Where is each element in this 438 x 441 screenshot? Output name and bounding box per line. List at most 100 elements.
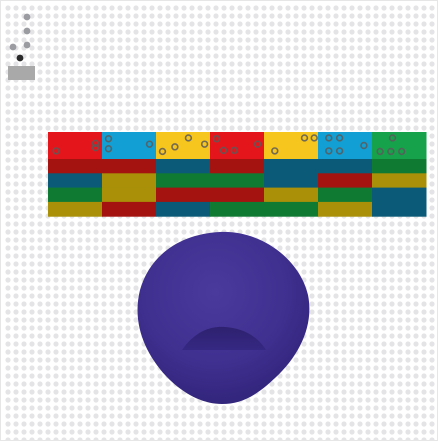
grid-tile[interactable] — [372, 188, 427, 203]
grid-dot — [381, 389, 386, 394]
grid-dot — [413, 317, 418, 322]
grid-dot — [37, 37, 42, 42]
grid-dot — [253, 397, 258, 402]
grid-dot — [93, 53, 98, 58]
grid-tile[interactable] — [264, 188, 319, 203]
grid-dot — [221, 437, 226, 441]
grid-dot — [5, 29, 10, 34]
grid-dot — [93, 117, 98, 122]
grid-dot — [93, 261, 98, 266]
blob-layer[interactable] — [138, 232, 310, 404]
grid-tile[interactable] — [210, 159, 265, 174]
grid-dot — [373, 29, 378, 34]
grid-tile[interactable] — [372, 159, 427, 174]
grid-tile[interactable] — [156, 173, 211, 188]
grid-dot — [85, 397, 90, 402]
grid-dot — [117, 245, 122, 250]
side-indicator-dot[interactable] — [24, 14, 31, 21]
grid-dot — [413, 341, 418, 346]
grid-dot — [341, 77, 346, 82]
grid-dot — [125, 77, 130, 82]
grid-dot — [109, 101, 114, 106]
grid-tile[interactable] — [156, 159, 211, 174]
grid-dot — [21, 349, 26, 354]
side-indicator-dot[interactable] — [24, 42, 31, 49]
grid-dot — [21, 341, 26, 346]
side-indicator-dot[interactable] — [24, 28, 31, 35]
grid-dot — [365, 357, 370, 362]
grid-tile[interactable] — [48, 188, 103, 203]
grid-tile[interactable] — [264, 173, 319, 188]
grid-dot — [309, 221, 314, 226]
grid-dot — [421, 69, 426, 74]
grid-dot — [157, 69, 162, 74]
grid-tile[interactable] — [210, 173, 265, 188]
grid-tile[interactable] — [264, 202, 319, 217]
grid-dot — [181, 29, 186, 34]
grid-tile[interactable] — [102, 159, 157, 174]
grid-tile[interactable] — [48, 202, 103, 217]
grid-dot — [141, 93, 146, 98]
grid-dot — [157, 221, 162, 226]
grid-dot — [53, 301, 58, 306]
grid-dot — [349, 77, 354, 82]
grid-dot — [333, 429, 338, 434]
grid-dot — [325, 301, 330, 306]
grid-dot — [181, 77, 186, 82]
grid-tile[interactable] — [318, 173, 373, 188]
grid-dot — [157, 93, 162, 98]
grid-dot — [429, 197, 434, 202]
grid-dot — [285, 37, 290, 42]
grid-tile[interactable] — [210, 202, 265, 217]
grid-tile[interactable] — [318, 202, 373, 217]
grid-dot — [29, 405, 34, 410]
grid-dot — [149, 69, 154, 74]
grid-tile[interactable] — [156, 188, 211, 203]
grid-tile[interactable] — [318, 188, 373, 203]
grid-dot — [229, 5, 234, 10]
grid-tile[interactable] — [102, 188, 157, 203]
grid-dot — [197, 5, 202, 10]
grid-dot — [149, 101, 154, 106]
grid-dot — [413, 389, 418, 394]
grid-dot — [389, 357, 394, 362]
grid-dot — [317, 29, 322, 34]
purple-blob-icon[interactable] — [138, 232, 310, 404]
grid-dot — [213, 429, 218, 434]
grid-dot — [325, 125, 330, 130]
grid-dot — [69, 237, 74, 242]
grid-dot — [29, 325, 34, 330]
grid-tile[interactable] — [318, 159, 373, 174]
grid-dot — [349, 269, 354, 274]
grid-dot — [317, 341, 322, 346]
grid-dot — [165, 405, 170, 410]
grid-tile[interactable] — [102, 202, 157, 217]
grid-dot — [301, 61, 306, 66]
grid-tile[interactable] — [102, 173, 157, 188]
grid-tile[interactable] — [48, 159, 103, 174]
grid-tile[interactable] — [156, 202, 211, 217]
grid-dot — [397, 333, 402, 338]
grid-tile[interactable] — [210, 188, 265, 203]
grid-dot — [357, 221, 362, 226]
grid-tile[interactable] — [372, 202, 427, 217]
grid-tile[interactable] — [372, 173, 427, 188]
grid-dot — [85, 125, 90, 130]
grid-dot — [13, 181, 18, 186]
grid-dot — [261, 29, 266, 34]
grid-dot — [397, 93, 402, 98]
menu-bar-icon[interactable] — [8, 66, 35, 80]
grid-dot — [117, 381, 122, 386]
grid-dot — [93, 413, 98, 418]
grid-dot — [117, 357, 122, 362]
grid-tile[interactable] — [48, 173, 103, 188]
header-tile[interactable] — [264, 132, 319, 159]
side-indicator-dot[interactable] — [17, 55, 24, 62]
grid-dot — [325, 13, 330, 18]
grid-dot — [285, 21, 290, 26]
side-indicator-dot[interactable] — [10, 44, 17, 51]
grid-dot — [245, 5, 250, 10]
grid-dot — [333, 229, 338, 234]
grid-dot — [173, 397, 178, 402]
grid-tile[interactable] — [264, 159, 319, 174]
